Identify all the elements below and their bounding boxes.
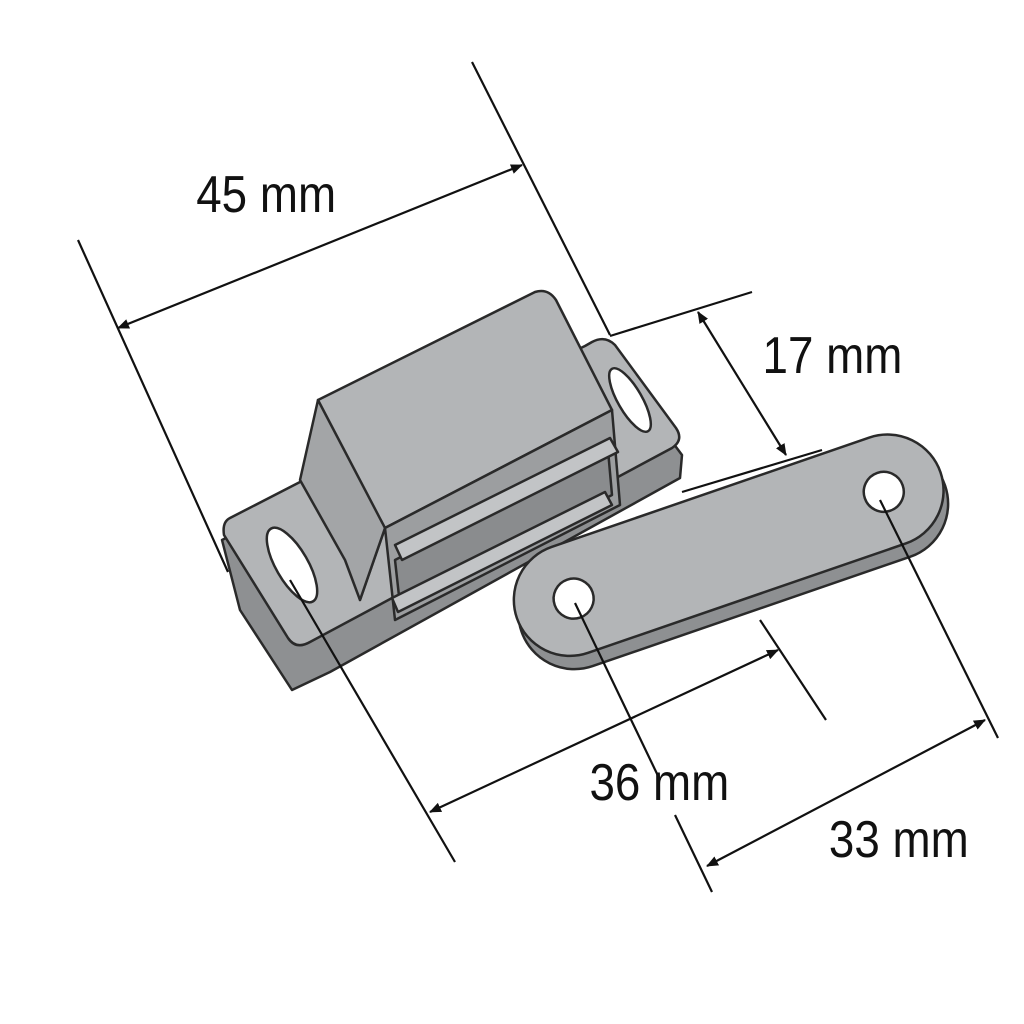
strike-plate-face [512,433,945,658]
magnet-plate-upper [393,436,620,562]
strike-hole-right [862,470,906,514]
dimension-label-33: 33 mm [829,811,969,868]
catch-slot-hole-right [607,367,653,433]
strike-hole-left [552,577,595,620]
magnetic-catch [220,289,684,692]
dimension-line-33 [706,719,986,867]
dimension-label-17: 17 mm [763,327,903,384]
strike-plate [512,433,950,671]
dimension-line-36 [429,649,779,813]
dimension-line-17 [697,311,787,456]
dimension-label-45: 45 mm [196,166,336,223]
magnet-housing-side [298,398,387,602]
magnet-plate-lower [390,490,614,614]
extension-lines [76,61,999,893]
catch-slot-hole-left [265,526,319,604]
dimension-label-36: 36 mm [589,754,729,811]
dimension-line-45 [117,163,523,330]
